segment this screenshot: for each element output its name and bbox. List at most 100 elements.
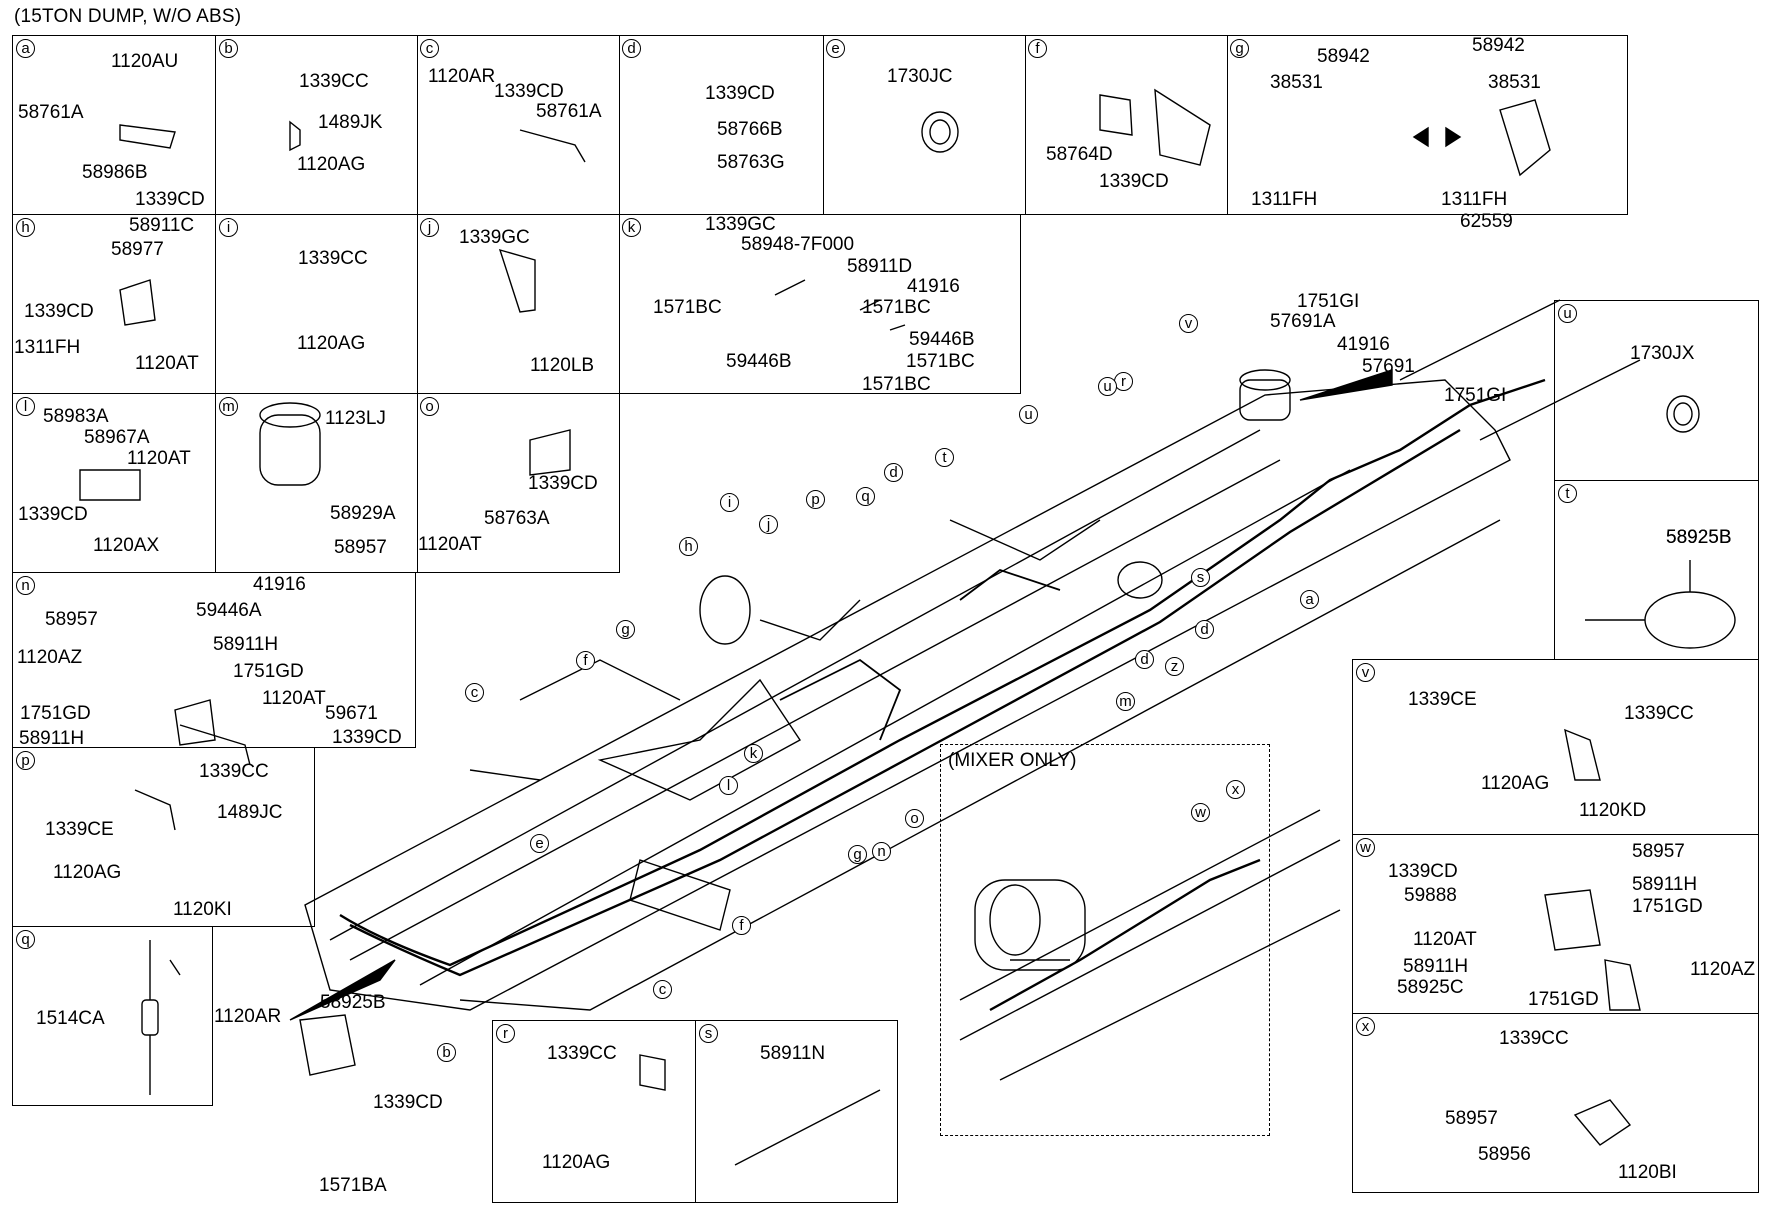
part-number-label: 58983A	[43, 406, 109, 427]
part-number-label: 58929A	[330, 503, 396, 524]
panel-u-frame	[1554, 300, 1759, 481]
part-number-label: 1571BC	[906, 351, 975, 372]
part-number-label: 58957	[334, 537, 387, 558]
callout-k: k	[744, 744, 763, 763]
part-number-label: 1120AZ	[1690, 959, 1756, 980]
callout-b: b	[437, 1043, 456, 1062]
panel-n-tag: n	[16, 576, 35, 595]
part-number-label: 58957	[1445, 1108, 1498, 1129]
part-number-label: 38531	[1488, 72, 1541, 93]
callout-c: c	[465, 683, 484, 702]
panel-b-frame	[215, 35, 418, 215]
part-number-label: 1571BC	[862, 374, 931, 395]
part-number-label: 41916	[253, 574, 306, 595]
part-number-label: 1120AG	[1481, 773, 1550, 794]
part-number-label: 1730JX	[1630, 343, 1695, 364]
panel-g-tag: g	[1230, 39, 1249, 58]
part-number-label: 1339CC	[299, 71, 369, 92]
brake-line	[779, 568, 1061, 741]
part-number-label: 58942	[1472, 35, 1525, 56]
part-number-label: 1120AR	[428, 66, 496, 87]
part-number-label: 58911H	[1632, 874, 1698, 895]
part-number-label: 1120AT	[1413, 929, 1477, 950]
part-number-label: 1120BI	[1618, 1162, 1677, 1183]
part-number-label: 1571BC	[862, 297, 931, 318]
part-number-label: 58942	[1317, 46, 1370, 67]
callout-c: c	[653, 980, 672, 999]
part-number-label: 1730JC	[887, 66, 953, 87]
part-number-label: 1489JK	[318, 112, 383, 133]
panel-a-tag: a	[16, 39, 35, 58]
part-number-label: 38531	[1270, 72, 1323, 93]
callout-h: h	[679, 537, 698, 556]
part-number-label: 1339CD	[1099, 171, 1169, 192]
main-part-number-label: 41916	[1337, 334, 1390, 355]
part-number-label: 1339CD	[705, 83, 775, 104]
callout-d: d	[1135, 650, 1154, 669]
part-number-label: 58763G	[717, 152, 785, 173]
callout-z: z	[1165, 657, 1184, 676]
part-number-label: 1339CD	[332, 727, 402, 748]
panel-v-tag: v	[1356, 663, 1375, 682]
part-number-label: 58977	[111, 239, 164, 260]
main-part-number-label: 1120AR	[214, 1006, 282, 1027]
part-number-label: 1123LJ	[325, 408, 386, 429]
callout-a: a	[1300, 590, 1319, 609]
panel-x-frame	[1352, 1013, 1759, 1193]
callout-f: f	[576, 651, 595, 670]
panel-w-tag: w	[1356, 838, 1375, 857]
part-number-label: 1751GD	[1528, 989, 1599, 1010]
part-number-label: 58763A	[484, 508, 550, 529]
part-number-label: 1120AG	[297, 333, 366, 354]
part-number-label: 1339CD	[24, 301, 94, 322]
main-part-number-label: 57691	[1362, 356, 1415, 377]
panel-u-tag: u	[1558, 304, 1577, 323]
part-number-label: 1120AT	[418, 534, 482, 555]
part-number-label: 1339CC	[298, 248, 368, 269]
panel-j-tag: j	[420, 218, 439, 237]
panel-p-tag: p	[16, 751, 35, 770]
page-title: (15TON DUMP, W/O ABS)	[14, 6, 242, 27]
part-number-label: 1339GC	[459, 227, 530, 248]
part-number-label: 58761A	[536, 101, 602, 122]
callout-g: g	[848, 845, 867, 864]
callout-t: t	[935, 448, 954, 467]
part-number-label: 1311FH	[14, 337, 81, 358]
part-number-label: 1120AU	[111, 51, 179, 72]
part-number-label: 1120KI	[173, 899, 232, 920]
panel-k-frame	[619, 214, 1021, 394]
chassis-frame	[304, 379, 1511, 1011]
main-part-number-label: 1751GI	[1444, 385, 1507, 406]
panel-i-frame	[215, 214, 418, 394]
part-number-label: 59446B	[726, 351, 792, 372]
panel-f-tag: f	[1028, 39, 1047, 58]
part-number-label: 1489JC	[217, 802, 283, 823]
part-number-label: 1339CC	[199, 761, 269, 782]
callout-u: u	[1019, 405, 1038, 424]
panel-e-tag: e	[826, 39, 845, 58]
part-number-label: 1120AG	[297, 154, 366, 175]
part-number-label: 1339CE	[45, 819, 114, 840]
callout-m: m	[1116, 692, 1135, 711]
panel-m-frame	[215, 393, 418, 573]
main-part-number-label: 57691A	[1270, 311, 1336, 332]
callout-u: u	[1098, 377, 1117, 396]
callout-p: p	[806, 490, 825, 509]
part-number-label: 1120LB	[530, 355, 595, 376]
callout-v: v	[1179, 314, 1198, 333]
part-number-label: 1339GC	[705, 214, 776, 235]
part-number-label: 1339CD	[18, 504, 88, 525]
part-number-label: 58986B	[82, 162, 148, 183]
part-number-label: 1339CC	[547, 1043, 617, 1064]
part-number-label: 41916	[907, 276, 960, 297]
panel-v-frame	[1352, 659, 1759, 835]
part-number-label: 58925B	[1666, 527, 1732, 548]
part-number-label: 58761A	[18, 102, 84, 123]
main-part-number-label: 1339CD	[373, 1092, 443, 1113]
panel-q-tag: q	[16, 930, 35, 949]
part-number-label: 1339CC	[1624, 703, 1694, 724]
panel-k-tag: k	[622, 218, 641, 237]
part-number-label: 1339CC	[1499, 1028, 1569, 1049]
callout-q: q	[856, 487, 875, 506]
part-number-label: 58967A	[84, 427, 150, 448]
